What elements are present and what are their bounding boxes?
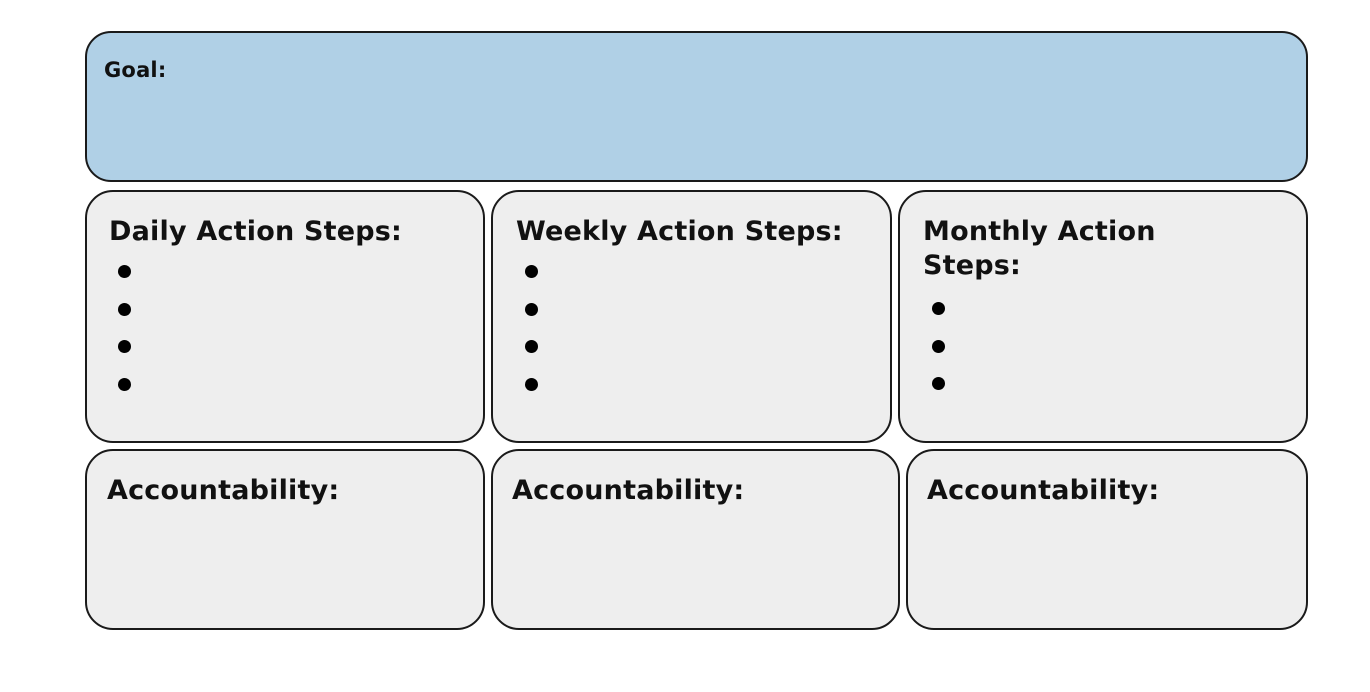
daily-accountability-box[interactable]: Accountability: xyxy=(85,449,485,630)
monthly-action-steps-box[interactable]: Monthly Action Steps: xyxy=(898,190,1308,443)
monthly-accountability-label: Accountability: xyxy=(927,475,1160,506)
bullet-dot-icon xyxy=(525,302,538,316)
bullet-dot-icon xyxy=(525,340,538,353)
bullet-dot-icon xyxy=(525,377,538,391)
weekly-accountability-label: Accountability: xyxy=(512,475,745,506)
monthly-action-steps-label: Monthly Action Steps: xyxy=(923,215,1156,283)
goal-box[interactable]: Goal: xyxy=(85,31,1308,182)
monthly-accountability-box[interactable]: Accountability: xyxy=(906,449,1308,630)
goal-label: Goal: xyxy=(104,58,167,82)
monthly-label-line2: Steps: xyxy=(923,250,1022,281)
bullet-dot-icon xyxy=(118,340,131,353)
daily-accountability-label: Accountability: xyxy=(107,475,340,506)
bullet-dot-icon xyxy=(932,377,945,390)
weekly-action-steps-label: Weekly Action Steps: xyxy=(516,216,843,247)
bullet-dot-icon xyxy=(525,265,538,278)
daily-action-steps-box[interactable]: Daily Action Steps: xyxy=(85,190,485,443)
bullet-dot-icon xyxy=(118,377,131,391)
monthly-label-line1: Monthly Action xyxy=(923,216,1156,247)
bullet-dot-icon xyxy=(118,265,131,278)
bullet-dot-icon xyxy=(118,302,131,316)
weekly-accountability-box[interactable]: Accountability: xyxy=(491,449,900,630)
bullet-dot-icon xyxy=(932,339,945,353)
daily-action-steps-label: Daily Action Steps: xyxy=(109,216,403,247)
weekly-action-steps-box[interactable]: Weekly Action Steps: xyxy=(491,190,892,443)
bullet-dot-icon xyxy=(932,302,945,315)
